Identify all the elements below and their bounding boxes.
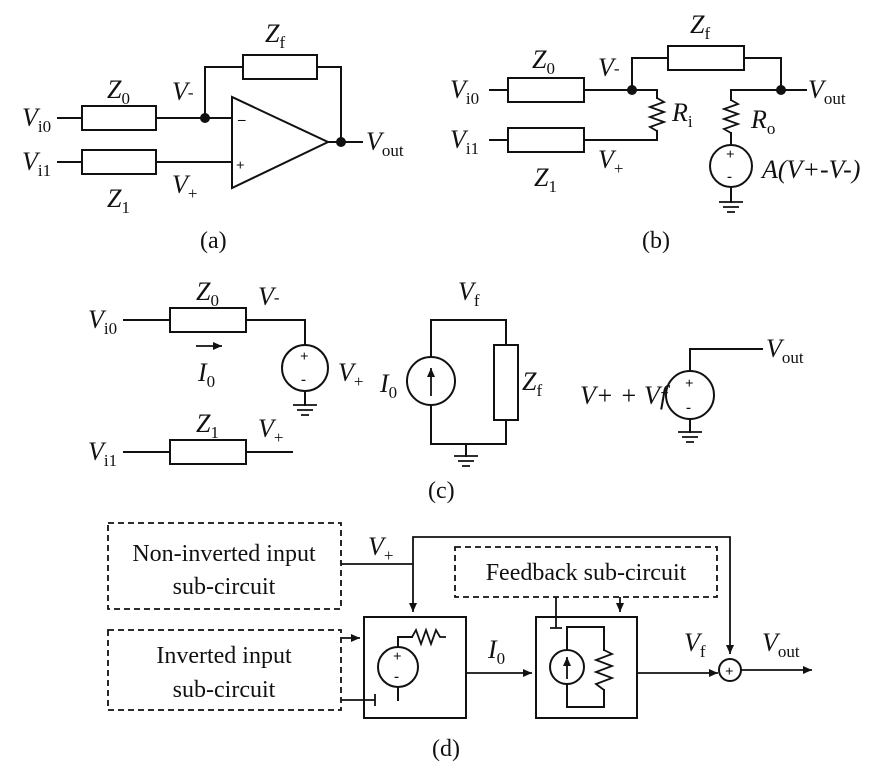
- caption-c: (c): [428, 478, 455, 504]
- svg-text:Vi1: Vi1: [88, 437, 117, 470]
- caption-a: (a): [200, 228, 227, 254]
- z0-impedance-a: [81, 105, 157, 131]
- svg-text:+: +: [300, 349, 309, 365]
- svg-text:Z1: Z1: [534, 163, 557, 196]
- svg-text:Ro: Ro: [750, 105, 775, 138]
- svg-text:Ri: Ri: [671, 98, 693, 131]
- svg-text:sub-circuit: sub-circuit: [173, 574, 276, 600]
- node-v-minus-a: [200, 113, 210, 123]
- svg-text:I0: I0: [197, 358, 215, 391]
- svg-text:I0: I0: [379, 369, 397, 402]
- panel-b: + - Vi0 Vi1 Z0 Z1 Zf V- V+ Ri Ro Vout A(…: [450, 10, 860, 254]
- svg-text:+: +: [726, 147, 735, 163]
- noninverted-input-block: [107, 522, 342, 610]
- opamp-plus-sign: +: [236, 158, 245, 174]
- svg-text:V-: V-: [258, 282, 280, 311]
- svg-text:Z1: Z1: [196, 409, 219, 442]
- svg-text:Zf: Zf: [690, 10, 710, 43]
- svg-text:Vf: Vf: [458, 277, 480, 310]
- svg-text:-: -: [394, 669, 399, 685]
- ground-icon-c2: [454, 455, 478, 467]
- svg-text:V+: V+: [338, 358, 363, 391]
- v-plus-bypass: [412, 536, 734, 654]
- svg-text:V+: V+: [598, 145, 623, 178]
- svg-text:-: -: [727, 169, 732, 185]
- svg-text:V-: V-: [172, 77, 194, 106]
- svg-text:+: +: [393, 649, 402, 665]
- v-plus-signal: [341, 563, 417, 612]
- opamp-minus-sign: –: [237, 112, 246, 128]
- svg-text:Zf: Zf: [522, 367, 542, 400]
- svg-text:-: -: [301, 372, 306, 388]
- caption-b: (b): [642, 228, 670, 254]
- svg-text:I0: I0: [487, 635, 505, 668]
- input-stage-resistor: [411, 627, 446, 647]
- svg-text:Inverted input: Inverted input: [156, 643, 292, 669]
- svg-text:Vi0: Vi0: [22, 103, 51, 136]
- panel-a: – + Vi0 Vi1 Z0 Z1 Zf V- V+ Vout (a): [22, 19, 404, 254]
- svg-text:Non-inverted input: Non-inverted input: [132, 541, 316, 567]
- svg-text:Vi0: Vi0: [88, 305, 117, 338]
- svg-text:V-: V-: [598, 53, 620, 82]
- z0-impedance-b: [507, 77, 585, 103]
- svg-text:sub-circuit: sub-circuit: [173, 677, 276, 703]
- inverted-input-block: [107, 629, 342, 711]
- svg-text:Z0: Z0: [107, 75, 130, 108]
- z1-impedance-b: [507, 127, 585, 153]
- svg-text:Vi1: Vi1: [22, 147, 51, 180]
- z1-impedance-c: [169, 439, 247, 465]
- zf-impedance-b: [667, 45, 745, 71]
- z1-impedance-a: [81, 149, 157, 175]
- z0-impedance-c: [169, 307, 247, 333]
- feedback-block: [454, 546, 718, 598]
- svg-text:V+: V+: [172, 170, 197, 203]
- svg-text:Vout: Vout: [366, 127, 404, 160]
- svg-text:Vout: Vout: [766, 334, 804, 367]
- svg-text:Z0: Z0: [532, 45, 555, 78]
- node-vout-a: [336, 137, 346, 147]
- zf-impedance-a: [242, 54, 318, 80]
- opamp-triangle: [231, 95, 331, 190]
- svg-text:Vf: Vf: [684, 628, 706, 661]
- ground-icon-c3: [678, 431, 702, 443]
- ri-resistor: [647, 97, 667, 132]
- panel-c: + - + - Vi0 Vi1 Z0 Z1 V- V+ I0 V+ Vf I0 …: [88, 277, 804, 504]
- svg-text:Zf: Zf: [265, 19, 285, 52]
- panel-d: Non-inverted input sub-circuit Inverted …: [107, 522, 812, 762]
- ground-icon-c1: [293, 404, 317, 416]
- svg-text:Z0: Z0: [196, 277, 219, 310]
- controlled-source-label: A(V+-V-): [760, 155, 860, 184]
- svg-text:Z1: Z1: [107, 184, 130, 217]
- svg-text:-: -: [686, 400, 691, 416]
- feedback-stage-resistor: [593, 649, 615, 691]
- zf-impedance-c: [493, 344, 519, 421]
- svg-text:Feedback sub-circuit: Feedback sub-circuit: [486, 560, 687, 586]
- svg-text:+: +: [725, 664, 734, 680]
- svg-text:V+: V+: [368, 532, 393, 565]
- svg-text:Vout: Vout: [762, 628, 800, 661]
- ro-resistor: [721, 99, 741, 134]
- svg-text:Vi1: Vi1: [450, 125, 479, 158]
- sum-source-label: V+ + Vf: [580, 381, 671, 410]
- svg-text:Vout: Vout: [808, 75, 846, 108]
- svg-text:+: +: [685, 376, 694, 392]
- ground-icon-b: [719, 201, 743, 213]
- svg-text:V+: V+: [258, 414, 283, 447]
- svg-text:Vi0: Vi0: [450, 75, 479, 108]
- caption-d: (d): [432, 736, 460, 762]
